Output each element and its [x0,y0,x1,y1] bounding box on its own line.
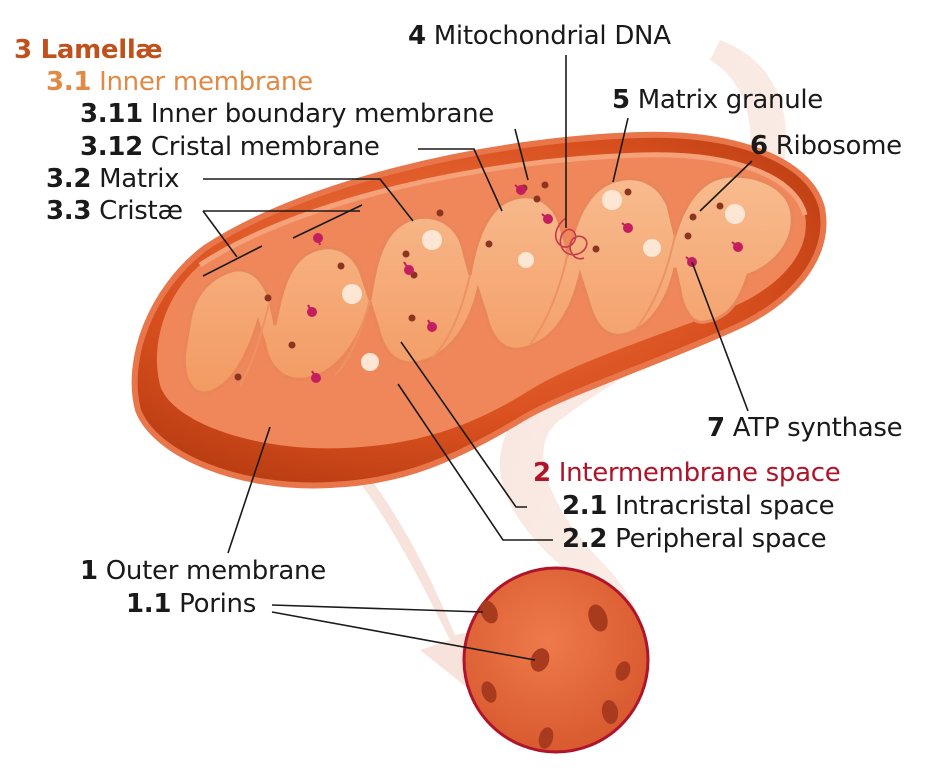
atp-synthases [307,184,743,383]
label-matrix-granule: 5 Matrix granule [612,85,823,115]
mitochondrial-dna [554,217,588,260]
label-peripheral-space: 2.2 Peripheral space [562,524,827,554]
leader-atp-synthase [691,261,749,412]
porin-sphere [462,566,650,754]
matrix-granules [342,190,745,371]
label-inner-membrane: 3.1 Inner membrane [46,67,313,97]
leader-peripheral [397,383,553,541]
label-porins: 1.1 Porins [126,589,256,619]
leader-porin-2 [271,611,536,661]
label-atp-synthase: 7 ATP synthase [707,413,903,443]
label-cristal-membrane: 3.12 Cristal membrane [80,132,380,162]
label-inner-boundary-membrane: 3.11 Inner boundary membrane [80,99,494,129]
label-matrix: 3.2 Matrix [46,164,180,194]
leader-cristae-4 [292,204,363,239]
label-intracristal-space: 2.1 Intracristal space [562,491,835,521]
ribosomes [234,181,724,381]
leader-lines [202,55,753,661]
ghost-arrow [350,40,787,700]
inner-membrane-cristae [182,174,794,395]
leader-matrix-granule [612,117,629,183]
label-lamellae: 3 Lamellæ [14,35,163,65]
label-mitochondrial-dna: 4 Mitochondrial DNA [408,21,671,51]
leader-inner-boundary [514,128,529,181]
leader-porin-1 [271,604,484,613]
label-cristae: 3.3 Cristæ [46,196,183,226]
label-intermembrane-space: 2 Intermembrane space [533,458,841,488]
leader-matrix [203,178,414,222]
leader-outer [227,426,271,554]
leader-cristae-2 [202,210,238,258]
leader-ribosome [699,160,753,212]
label-outer-membrane: 1 Outer membrane [80,556,326,586]
leader-cristal [418,148,503,212]
label-ribosome: 6 Ribosome [750,131,902,161]
leader-cristae-3 [202,245,263,277]
leader-intracristal [400,341,527,508]
